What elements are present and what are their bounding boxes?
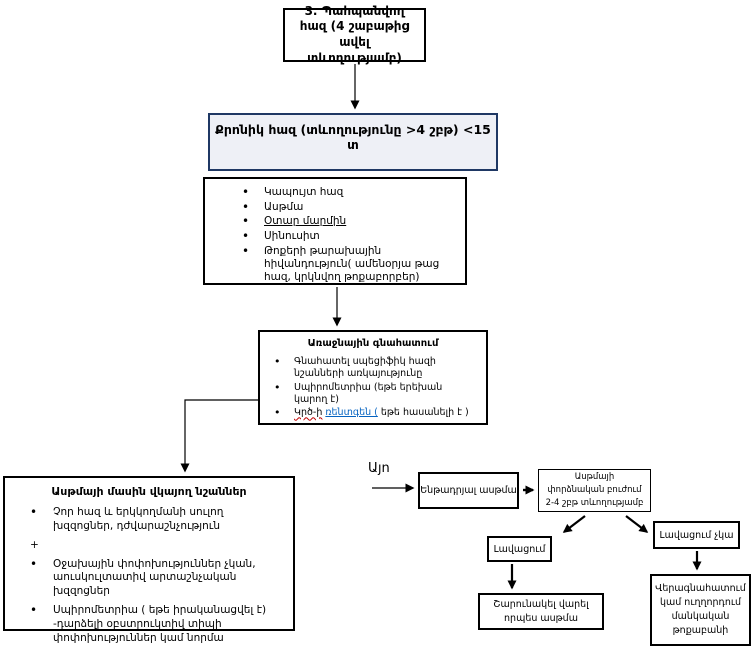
asthma-signs-item: Օջախային փոփոխություններ չկան, աուսկուլտ… <box>30 557 293 600</box>
asthma-signs-title: Ասթմայի մասին վկայող նշաններ <box>51 485 247 498</box>
primary-evaluation-list: Գնահատել սպեցիֆիկ հազի նշանների առկայութ… <box>260 355 486 421</box>
differential-item: Ասթմա <box>242 200 465 215</box>
primary-evaluation-item: Կրծ-ի ռենտգեն ( եթե հասանելի է ) <box>274 406 486 421</box>
differential-item: Կապույտ հազ <box>242 185 465 200</box>
no-improvement-box: Լավացում չկա <box>653 521 740 549</box>
differential-item: Թոքերի թարախային հիվանդություն( ամենօրյա… <box>242 243 465 284</box>
chronic-cough-text: Քրոնիկ հազ (տևողությունը >4 շբթ) <15 տ <box>215 122 491 152</box>
trial-treatment-text: Ասթմայի փորձնական բուժում 2-4 շբթ տևողու… <box>545 471 644 509</box>
arrow-trial-to-improvement <box>562 515 586 533</box>
primary-evaluation-item: Սպիրոմետրիա (եթե երեխան կարող է) <box>274 381 486 407</box>
xray-abbrev-misspelled: Կրծ-ի <box>294 407 323 419</box>
differential-list: Կապույտ հազ Ասթմա Օտար մարմին Սինուսիտ Թ… <box>205 185 465 284</box>
yes-label: Այո <box>368 461 390 476</box>
asthma-signs-item: Սպիրոմետրիա ( եթե իրականացվել է) -դարձել… <box>30 603 293 646</box>
differential-diagnosis-box: Կապույտ հազ Ասթմա Օտար մարմին Սինուսիտ Թ… <box>203 177 467 285</box>
trial-treatment-box: Ասթմայի փորձնական բուժում 2-4 շբթ տևողու… <box>538 469 651 512</box>
persistent-cough-box: 3. Պահպանվող հազ (4 շաբաթից ավել տևողութ… <box>283 4 426 65</box>
primary-evaluation-item: Գնահատել սպեցիֆիկ հազի նշանների առկայութ… <box>274 355 486 381</box>
xray-link[interactable]: ռենտգեն ( <box>325 407 378 419</box>
differential-item: Սինուսիտ <box>242 229 465 244</box>
xray-condition-text: եթե հասանելի է ) <box>377 407 469 419</box>
foreign-body-underlined: Օտար մարմին <box>264 215 347 228</box>
asthma-signs-box: Ասթմայի մասին վկայող նշաններ Չոր հազ և ե… <box>3 476 295 644</box>
asthma-signs-item: Չոր հազ և երկկողմանի սուլող խզզոցներ, դժ… <box>30 505 293 534</box>
arrow-eval-to-signs <box>180 399 258 473</box>
differential-item: Օտար մարմին <box>242 214 465 229</box>
plus-sign: + <box>30 538 39 551</box>
arrow-trial-to-no-improvement <box>625 515 649 533</box>
primary-evaluation-box: Առաջնային գնահատում Գնահատել սպեցիֆիկ հա… <box>258 330 488 425</box>
suspected-asthma-text: Ենթադրյալ ասթմա <box>420 485 517 496</box>
reassess-refer-box: Վերագնահատում կամ ուղղորդում մանկական թո… <box>650 574 751 646</box>
asthma-signs-list: Չոր հազ և երկկողմանի սուլող խզզոցներ, դժ… <box>5 505 293 646</box>
persistent-cough-text: 3. Պահպանվող հազ (4 շաբաթից ավել տևողութ… <box>299 3 410 65</box>
reassess-refer-text: Վերագնահատում կամ ուղղորդում մանկական թո… <box>655 582 746 637</box>
continue-asthma-box: Շարունակել վարել որպես ասթմա <box>478 593 604 630</box>
primary-evaluation-title: Առաջնային գնահատում <box>307 338 439 349</box>
no-improvement-text: Լավացում չկա <box>659 529 734 541</box>
continue-asthma-text: Շարունակել վարել որպես ասթմա <box>493 598 589 624</box>
improvement-box: Լավացում <box>487 536 552 562</box>
chronic-cough-box: Քրոնիկ հազ (տևողությունը >4 շբթ) <15 տ <box>208 113 498 171</box>
improvement-text: Լավացում <box>493 543 546 555</box>
suspected-asthma-box: Ենթադրյալ ասթմա <box>418 472 519 509</box>
